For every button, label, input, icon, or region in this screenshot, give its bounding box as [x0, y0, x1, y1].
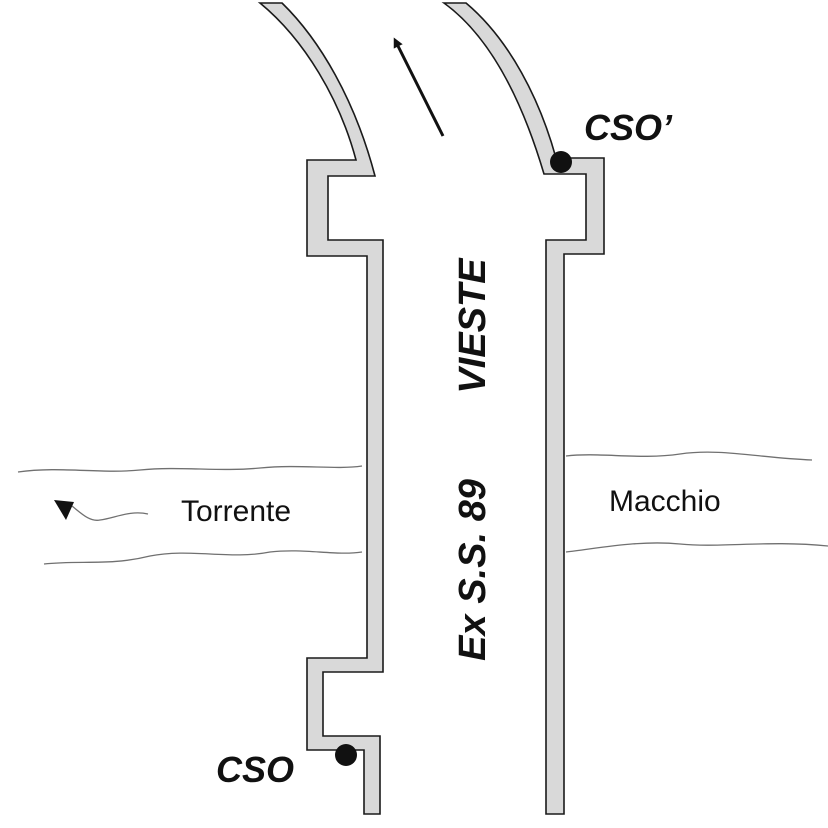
stream-label-left: Torrente: [181, 495, 291, 528]
flow-line: [71, 505, 149, 521]
stream-right-upper-bank: [565, 451, 813, 461]
left-road-wall: [257, 2, 384, 815]
road-name-label: Ex S.S. 89: [452, 479, 494, 661]
cso-point-bottom: [335, 744, 357, 766]
stream-lines: [17, 451, 828, 565]
arrow-left-icon: [54, 500, 74, 520]
right-road-wall: [441, 2, 605, 815]
point-label-top: CSO’: [584, 107, 673, 148]
stream-right-lower-bank: [565, 542, 828, 553]
stream-left-upper-bank: [17, 465, 363, 473]
cso-point-top: [550, 151, 572, 173]
stream-left-lower-bank: [43, 550, 363, 565]
road-direction-label: VIESTE: [452, 257, 494, 394]
arrow-up-left-icon: [393, 37, 445, 137]
stream-label-right: Macchio: [609, 485, 721, 518]
point-label-bottom: CSO: [216, 749, 294, 790]
